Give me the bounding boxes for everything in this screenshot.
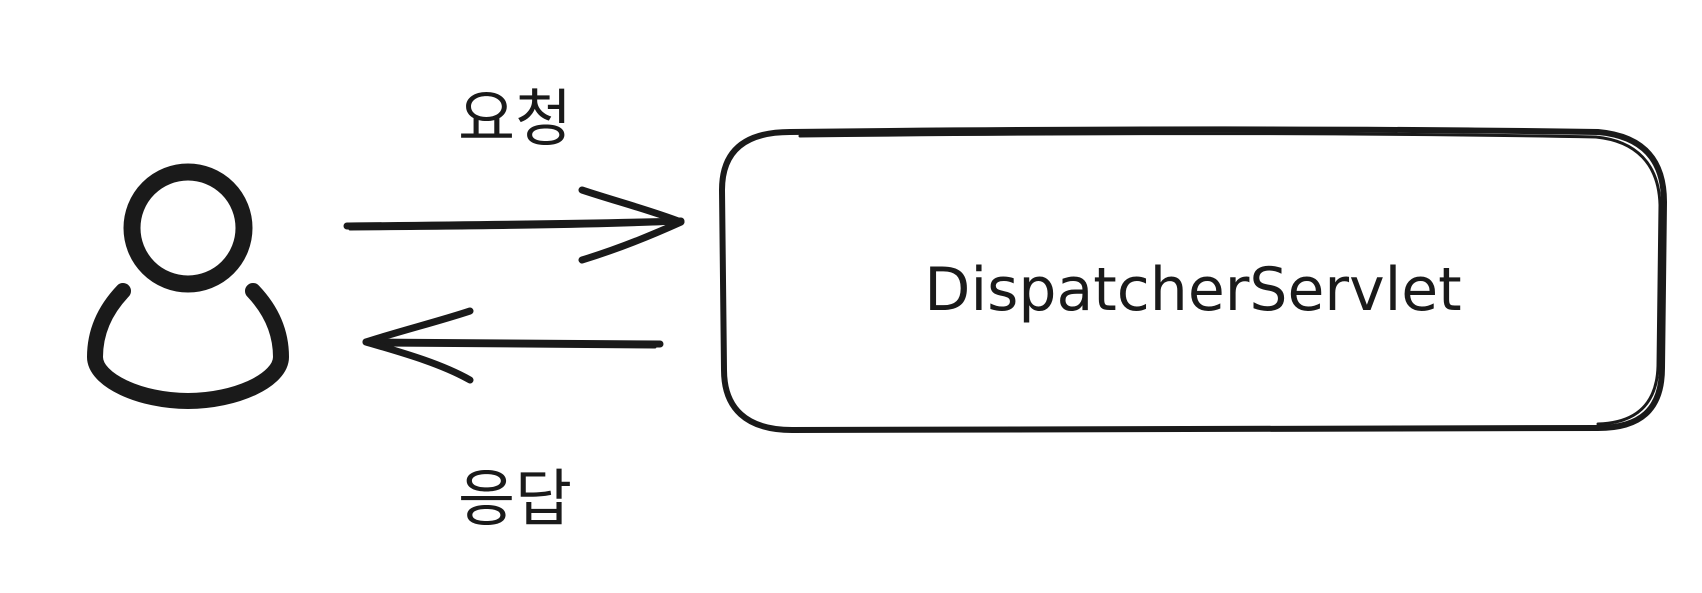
response-label: 응답 — [458, 462, 572, 535]
dispatcher-servlet-box: DispatcherServlet — [719, 126, 1667, 433]
request-arrow-line — [343, 217, 685, 230]
request-arrow-line-sketch — [348, 221, 678, 231]
dispatcher-servlet-box-outline — [719, 126, 1667, 433]
dispatcher-servlet-box-sketch — [798, 132, 1662, 426]
response-arrow-line-sketch — [370, 343, 657, 349]
user-icon-head — [123, 163, 253, 293]
user-icon — [87, 163, 289, 409]
response-arrow — [362, 307, 664, 384]
user-icon-body — [87, 283, 289, 409]
response-arrowhead — [362, 307, 474, 384]
dispatcher-servlet-label: DispatcherServlet — [924, 255, 1461, 325]
request-arrowhead — [578, 186, 685, 264]
response-arrow-line — [362, 338, 664, 348]
request-arrow — [343, 186, 685, 264]
request-label: 요청 — [458, 82, 572, 155]
